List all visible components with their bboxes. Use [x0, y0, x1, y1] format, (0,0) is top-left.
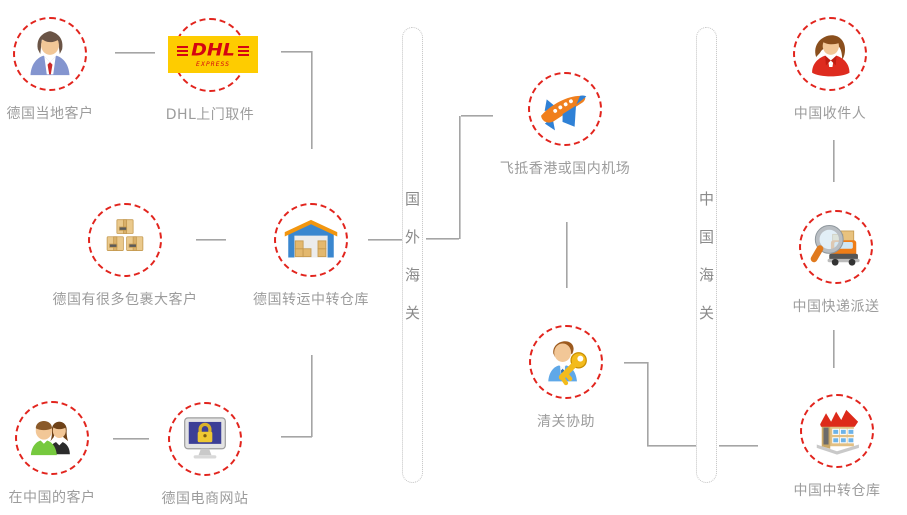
- connector-dhl-elbow-h: [281, 51, 313, 53]
- group-customers-icon: [26, 412, 78, 464]
- connector-dhl-elbow-v: [311, 51, 313, 149]
- airplane-icon: [537, 81, 593, 137]
- node-german-transit-warehouse: 德国转运中转仓库: [253, 203, 369, 308]
- connector-recipient-delivery: [833, 140, 835, 182]
- connector-plane-clearance: [566, 222, 568, 288]
- person-key-icon: [539, 335, 593, 389]
- connector-elbow-plane: [461, 115, 493, 117]
- node-label: 清关协助: [537, 414, 595, 430]
- connector-customs-elbow-v: [459, 116, 461, 239]
- node-german-ecommerce-site: 德国电商网站: [162, 402, 248, 507]
- warehouse-icon: [283, 212, 339, 268]
- node-china-transit-warehouse: 中国中转仓库: [794, 394, 880, 499]
- node-label: 飞抵香港或国内机场: [499, 161, 631, 177]
- connector-clearance-elbow-v: [647, 362, 649, 447]
- node-flight-to-airport: 飞抵香港或国内机场: [500, 72, 630, 177]
- node-label: 德国电商网站: [161, 491, 249, 507]
- node-customs-clearance-help: 清关协助: [529, 325, 603, 430]
- node-label: 德国转运中转仓库: [253, 292, 369, 308]
- connector-clearance-elbow-h: [624, 362, 649, 364]
- node-german-bulk-customers: 德国有很多包裹大客户: [53, 203, 197, 308]
- node-german-customer: 德国当地客户: [7, 17, 93, 122]
- node-label: 中国收件人: [793, 106, 867, 122]
- dhl-logo-subtext: EXPRESS: [196, 61, 230, 68]
- truck-magnifier-icon: [809, 220, 863, 274]
- node-label: 德国当地客户: [6, 106, 94, 122]
- node-customers-in-china: 在中国的客户: [9, 401, 95, 506]
- connector-customer-dhl: [115, 52, 155, 54]
- china-customs-label: 中国海关: [697, 190, 715, 343]
- factory-icon: [810, 404, 864, 458]
- node-china-express-delivery: 中国快递派送: [793, 210, 879, 315]
- connector-chinacustomer-ecommerce: [113, 438, 149, 440]
- foreign-customs-bar: 国外海关: [402, 27, 423, 483]
- connector-elbow-china-customs: [647, 445, 697, 447]
- node-label: 在中国的客户: [8, 490, 96, 506]
- node-label: 中国快递派送: [792, 299, 880, 315]
- parcel-boxes-icon: [99, 214, 151, 266]
- monitor-lock-icon: [179, 413, 231, 465]
- foreign-customs-label: 国外海关: [403, 190, 421, 343]
- businessman-icon: [24, 28, 76, 80]
- dhl-stripe-right: [237, 49, 249, 52]
- connector-bulk-warehouse: [196, 239, 226, 241]
- woman-icon: [804, 28, 856, 80]
- node-china-recipient: 中国收件人: [793, 17, 867, 122]
- connector-china-customs-warehouse: [719, 445, 758, 447]
- node-label: 中国中转仓库: [793, 483, 881, 499]
- node-label: 德国有很多包裹大客户: [52, 292, 198, 308]
- dhl-logo: DHL EXPRESS: [168, 36, 258, 73]
- node-label: DHL上门取件: [165, 107, 255, 123]
- dhl-logo-text: DHL: [191, 40, 235, 60]
- china-customs-bar: 中国海关: [696, 27, 717, 483]
- connector-ecommerce-elbow-h: [281, 436, 312, 438]
- connector-warehouse-customs: [368, 239, 402, 241]
- connector-ecommerce-elbow-v: [311, 355, 313, 437]
- connector-customs-elbow-h1: [426, 238, 459, 240]
- connector-delivery-warehouse: [833, 330, 835, 368]
- dhl-stripe-left: [177, 49, 189, 52]
